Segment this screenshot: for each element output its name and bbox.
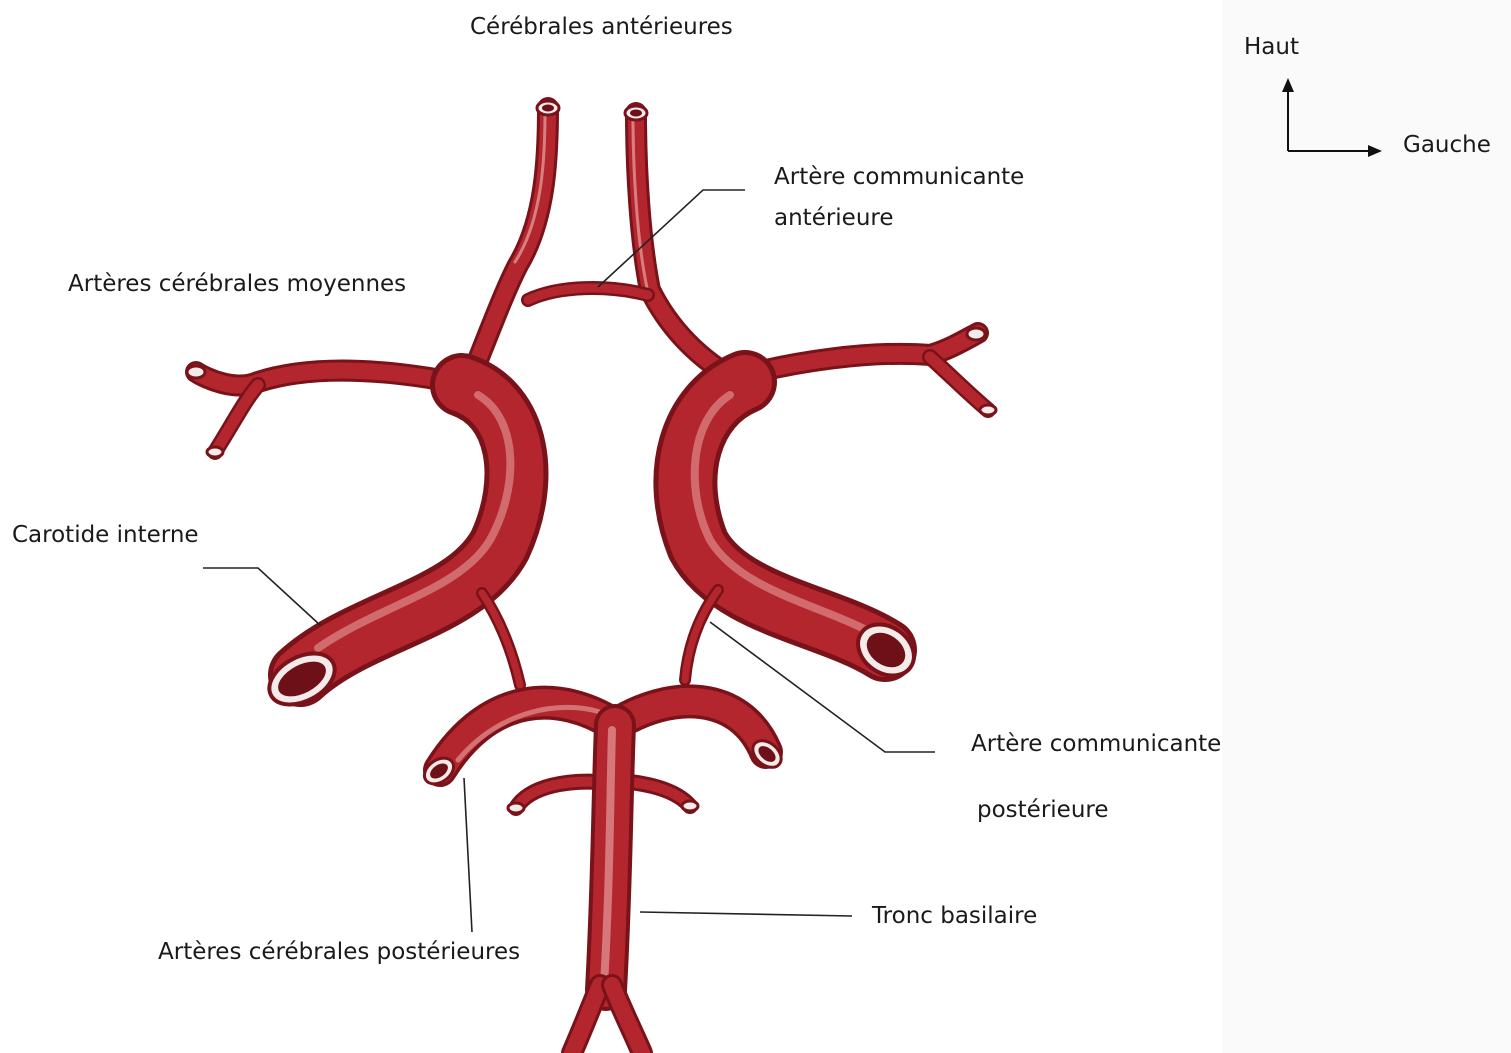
middle-cerebral-artery-left: [196, 371, 458, 452]
orientation-left-label: Gauche: [1403, 132, 1491, 160]
label-posterior-communicating-line1: Artère communicante: [971, 731, 1221, 759]
label-anterior-cerebrals: Cérébrales antérieures: [470, 14, 733, 42]
posterior-communicating-arteries: [482, 590, 718, 685]
leader-anterior-communicating: [598, 190, 745, 287]
leader-lines: [203, 190, 935, 932]
label-anterior-communicating-line2: antérieure: [774, 205, 894, 233]
internal-carotid-left: [261, 385, 517, 715]
leader-basilar-trunk: [640, 912, 852, 916]
orientation-up-label: Haut: [1244, 34, 1299, 62]
arteries: [196, 108, 988, 1053]
label-internal-carotid: Carotide interne: [12, 522, 199, 550]
label-posterior-cerebrals: Artères cérébrales postérieures: [158, 939, 520, 967]
label-anterior-communicating-line1: Artère communicante: [774, 164, 1024, 192]
label-middle-cerebrals: Artères cérébrales moyennes: [68, 271, 406, 299]
label-posterior-communicating-line2: postérieure: [977, 797, 1109, 825]
label-basilar-trunk: Tronc basilaire: [872, 903, 1037, 931]
leader-posterior-cerebral: [464, 778, 472, 932]
anterior-communicating-artery: [528, 288, 648, 300]
leader-internal-carotid: [203, 568, 320, 625]
internal-carotid-right: [685, 382, 923, 686]
anterior-cerebral-arteries: [468, 108, 740, 385]
